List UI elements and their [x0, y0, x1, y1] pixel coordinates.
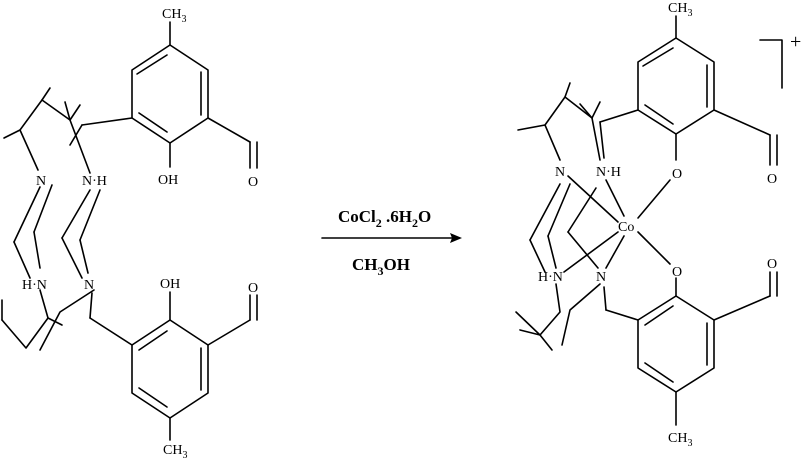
cobalt-center: Co [618, 220, 634, 235]
reagent-label: CoCl2 .6H2O [338, 207, 431, 230]
reactant-top-aldehyde-oxygen: O [248, 175, 258, 190]
reactant-macrocycle [1, 87, 101, 351]
product-n-right: N [596, 270, 606, 285]
product-hn: H·N [538, 270, 563, 285]
product-nh: N·H [596, 165, 621, 180]
reactant-hn: H·N [22, 278, 47, 293]
reactant-bottom-aldehyde-oxygen: O [248, 281, 258, 296]
product-top-ring [599, 15, 778, 166]
product-top-phenoxide-oxygen: O [672, 167, 682, 182]
reactant-bottom-ring [89, 291, 258, 441]
arrowhead [450, 233, 462, 243]
product-top-methyl: CH3 [668, 1, 692, 19]
coordination-bonds [563, 175, 671, 273]
product-top-aldehyde-oxygen: O [767, 172, 777, 187]
reactant-bottom-hydroxyl: OH [160, 277, 180, 292]
reactant-nh: N·H [82, 174, 107, 189]
reactant-top-ring [69, 21, 258, 169]
reactant-n-right: N [84, 278, 94, 293]
product-bottom-aldehyde-oxygen: O [767, 257, 777, 272]
reactant-molecule: CH3 O OH N N·H H·N N [1, 7, 258, 458]
charge-bracket [759, 39, 783, 89]
product-bottom-methyl: CH3 [668, 431, 692, 449]
product-n-left: N [555, 165, 565, 180]
product-bottom-phenoxide-oxygen: O [672, 265, 682, 280]
reactant-bottom-methyl: CH3 [163, 443, 187, 458]
reactant-top-hydroxyl: OH [158, 173, 178, 188]
reaction-arrow-group: CoCl2 .6H2O CH3OH [321, 207, 462, 278]
reactant-top-methyl: CH3 [162, 7, 186, 25]
reactant-n-left: N [36, 174, 46, 189]
product-bottom-ring [603, 271, 778, 426]
charge-sign: + [790, 31, 801, 53]
product-complex: CH3 O O + N N·H H·N N Co [515, 1, 801, 449]
solvent-label: CH3OH [352, 255, 410, 278]
product-macrocycle [515, 82, 601, 351]
